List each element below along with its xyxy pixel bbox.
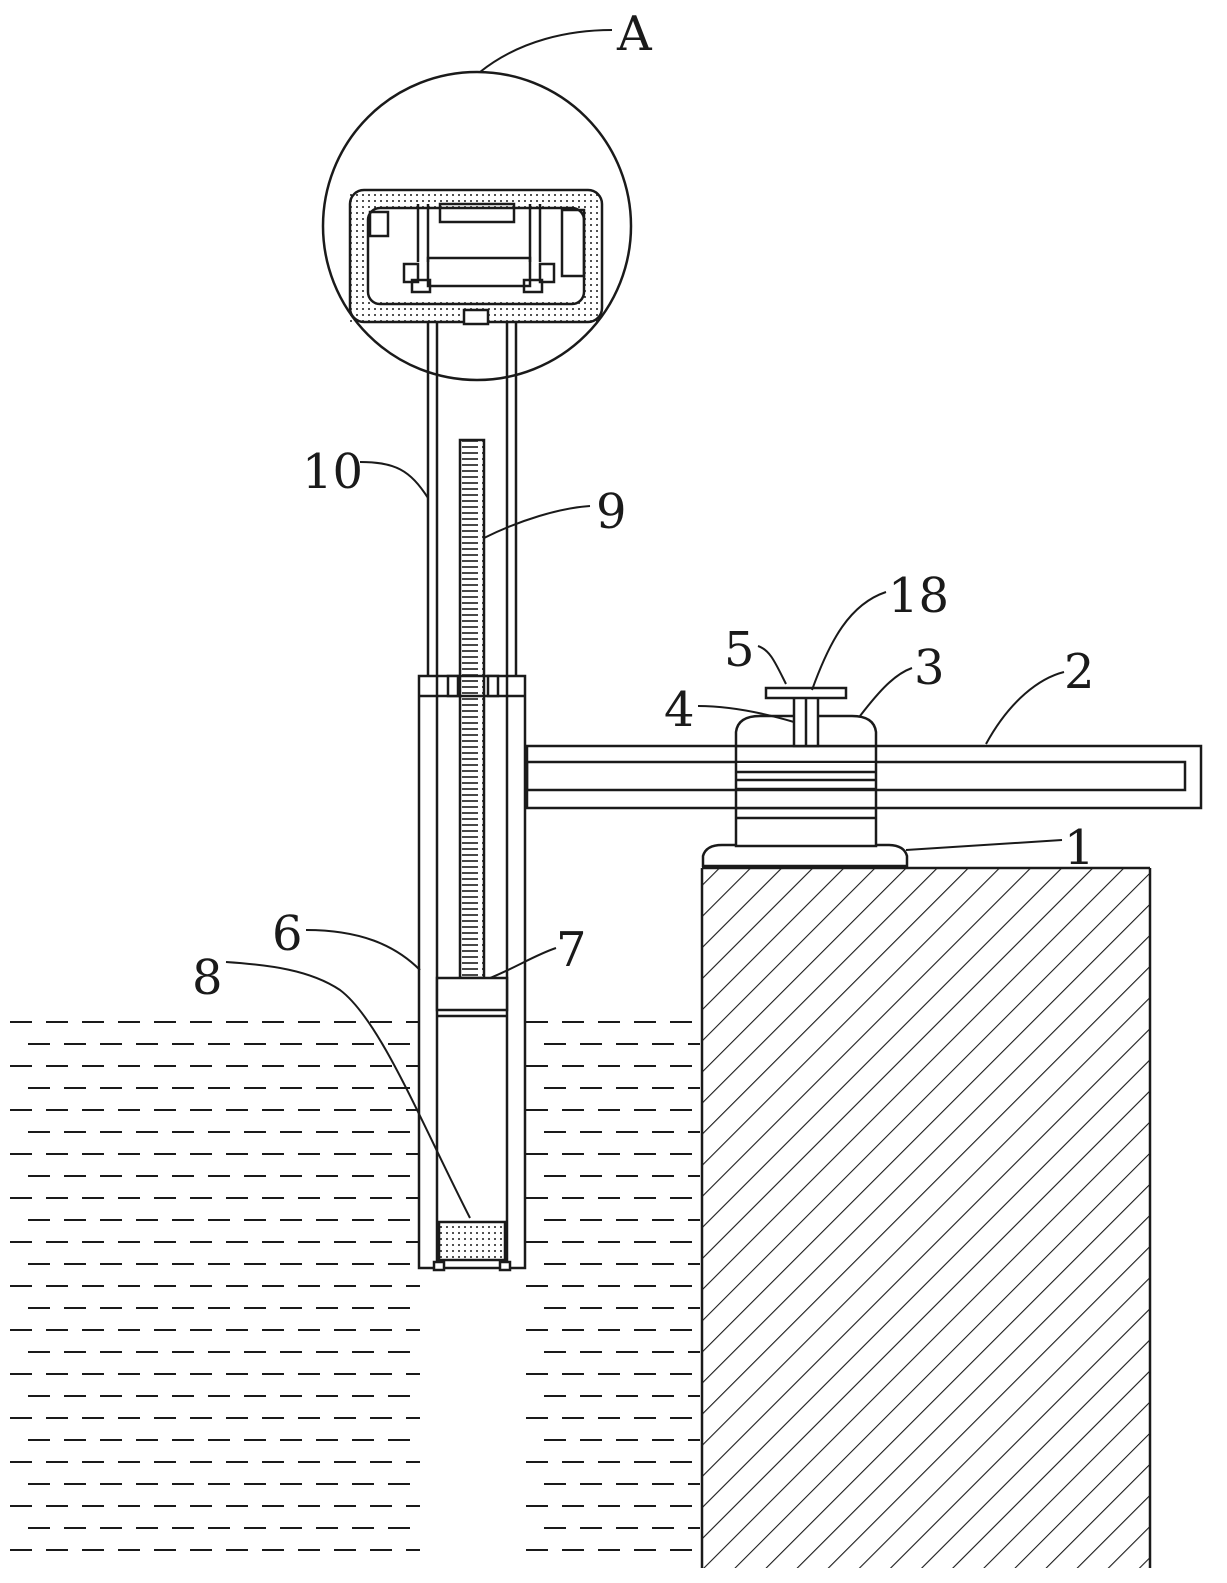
piston — [435, 976, 509, 1012]
label-2: 2 — [1064, 644, 1095, 700]
detail-circle-a — [321, 70, 633, 382]
label-1: 1 — [1064, 820, 1095, 876]
label-a: A — [616, 6, 653, 62]
collar-through-arm — [734, 746, 878, 808]
filter-block — [437, 1220, 507, 1262]
label-4: 4 — [664, 682, 695, 738]
reference-labels: A 1 2 3 4 5 18 6 7 8 9 10 — [192, 6, 1095, 1006]
label-18: 18 — [888, 568, 949, 624]
label-7: 7 — [556, 922, 587, 978]
label-5: 5 — [724, 622, 755, 678]
base-plate — [701, 843, 909, 868]
support-column — [734, 806, 878, 848]
label-10: 10 — [302, 444, 363, 500]
label-9: 9 — [596, 484, 627, 540]
water-body — [10, 1021, 700, 1551]
label-8: 8 — [192, 950, 223, 1006]
screw-rod — [458, 438, 486, 980]
leader-lines — [225, 29, 1065, 1219]
label-3: 3 — [914, 640, 945, 696]
clamp-bolt — [764, 686, 848, 748]
sampler-assembly — [417, 322, 527, 1272]
top-housing — [348, 188, 604, 326]
bank-block — [700, 866, 1152, 1568]
label-6: 6 — [272, 906, 303, 962]
